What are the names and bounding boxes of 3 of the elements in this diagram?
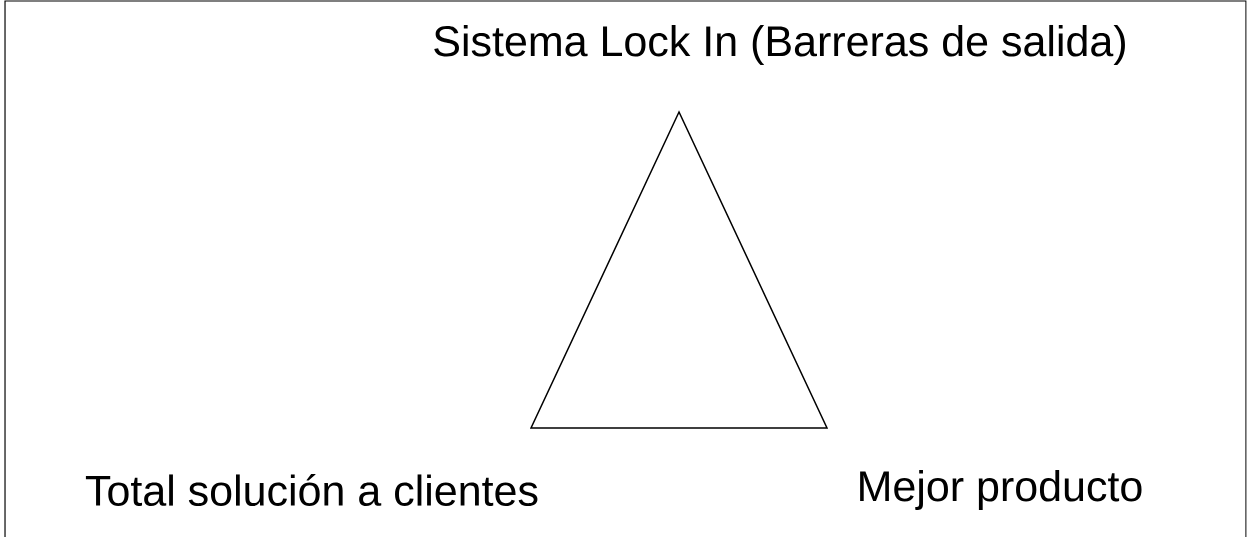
vertex-label: Mejor producto <box>860 469 1142 511</box>
vertex-label: Total solución a clientes <box>85 473 538 507</box>
vertex-label: Sistema Lock In (Barreras de salida) <box>434 24 1125 66</box>
